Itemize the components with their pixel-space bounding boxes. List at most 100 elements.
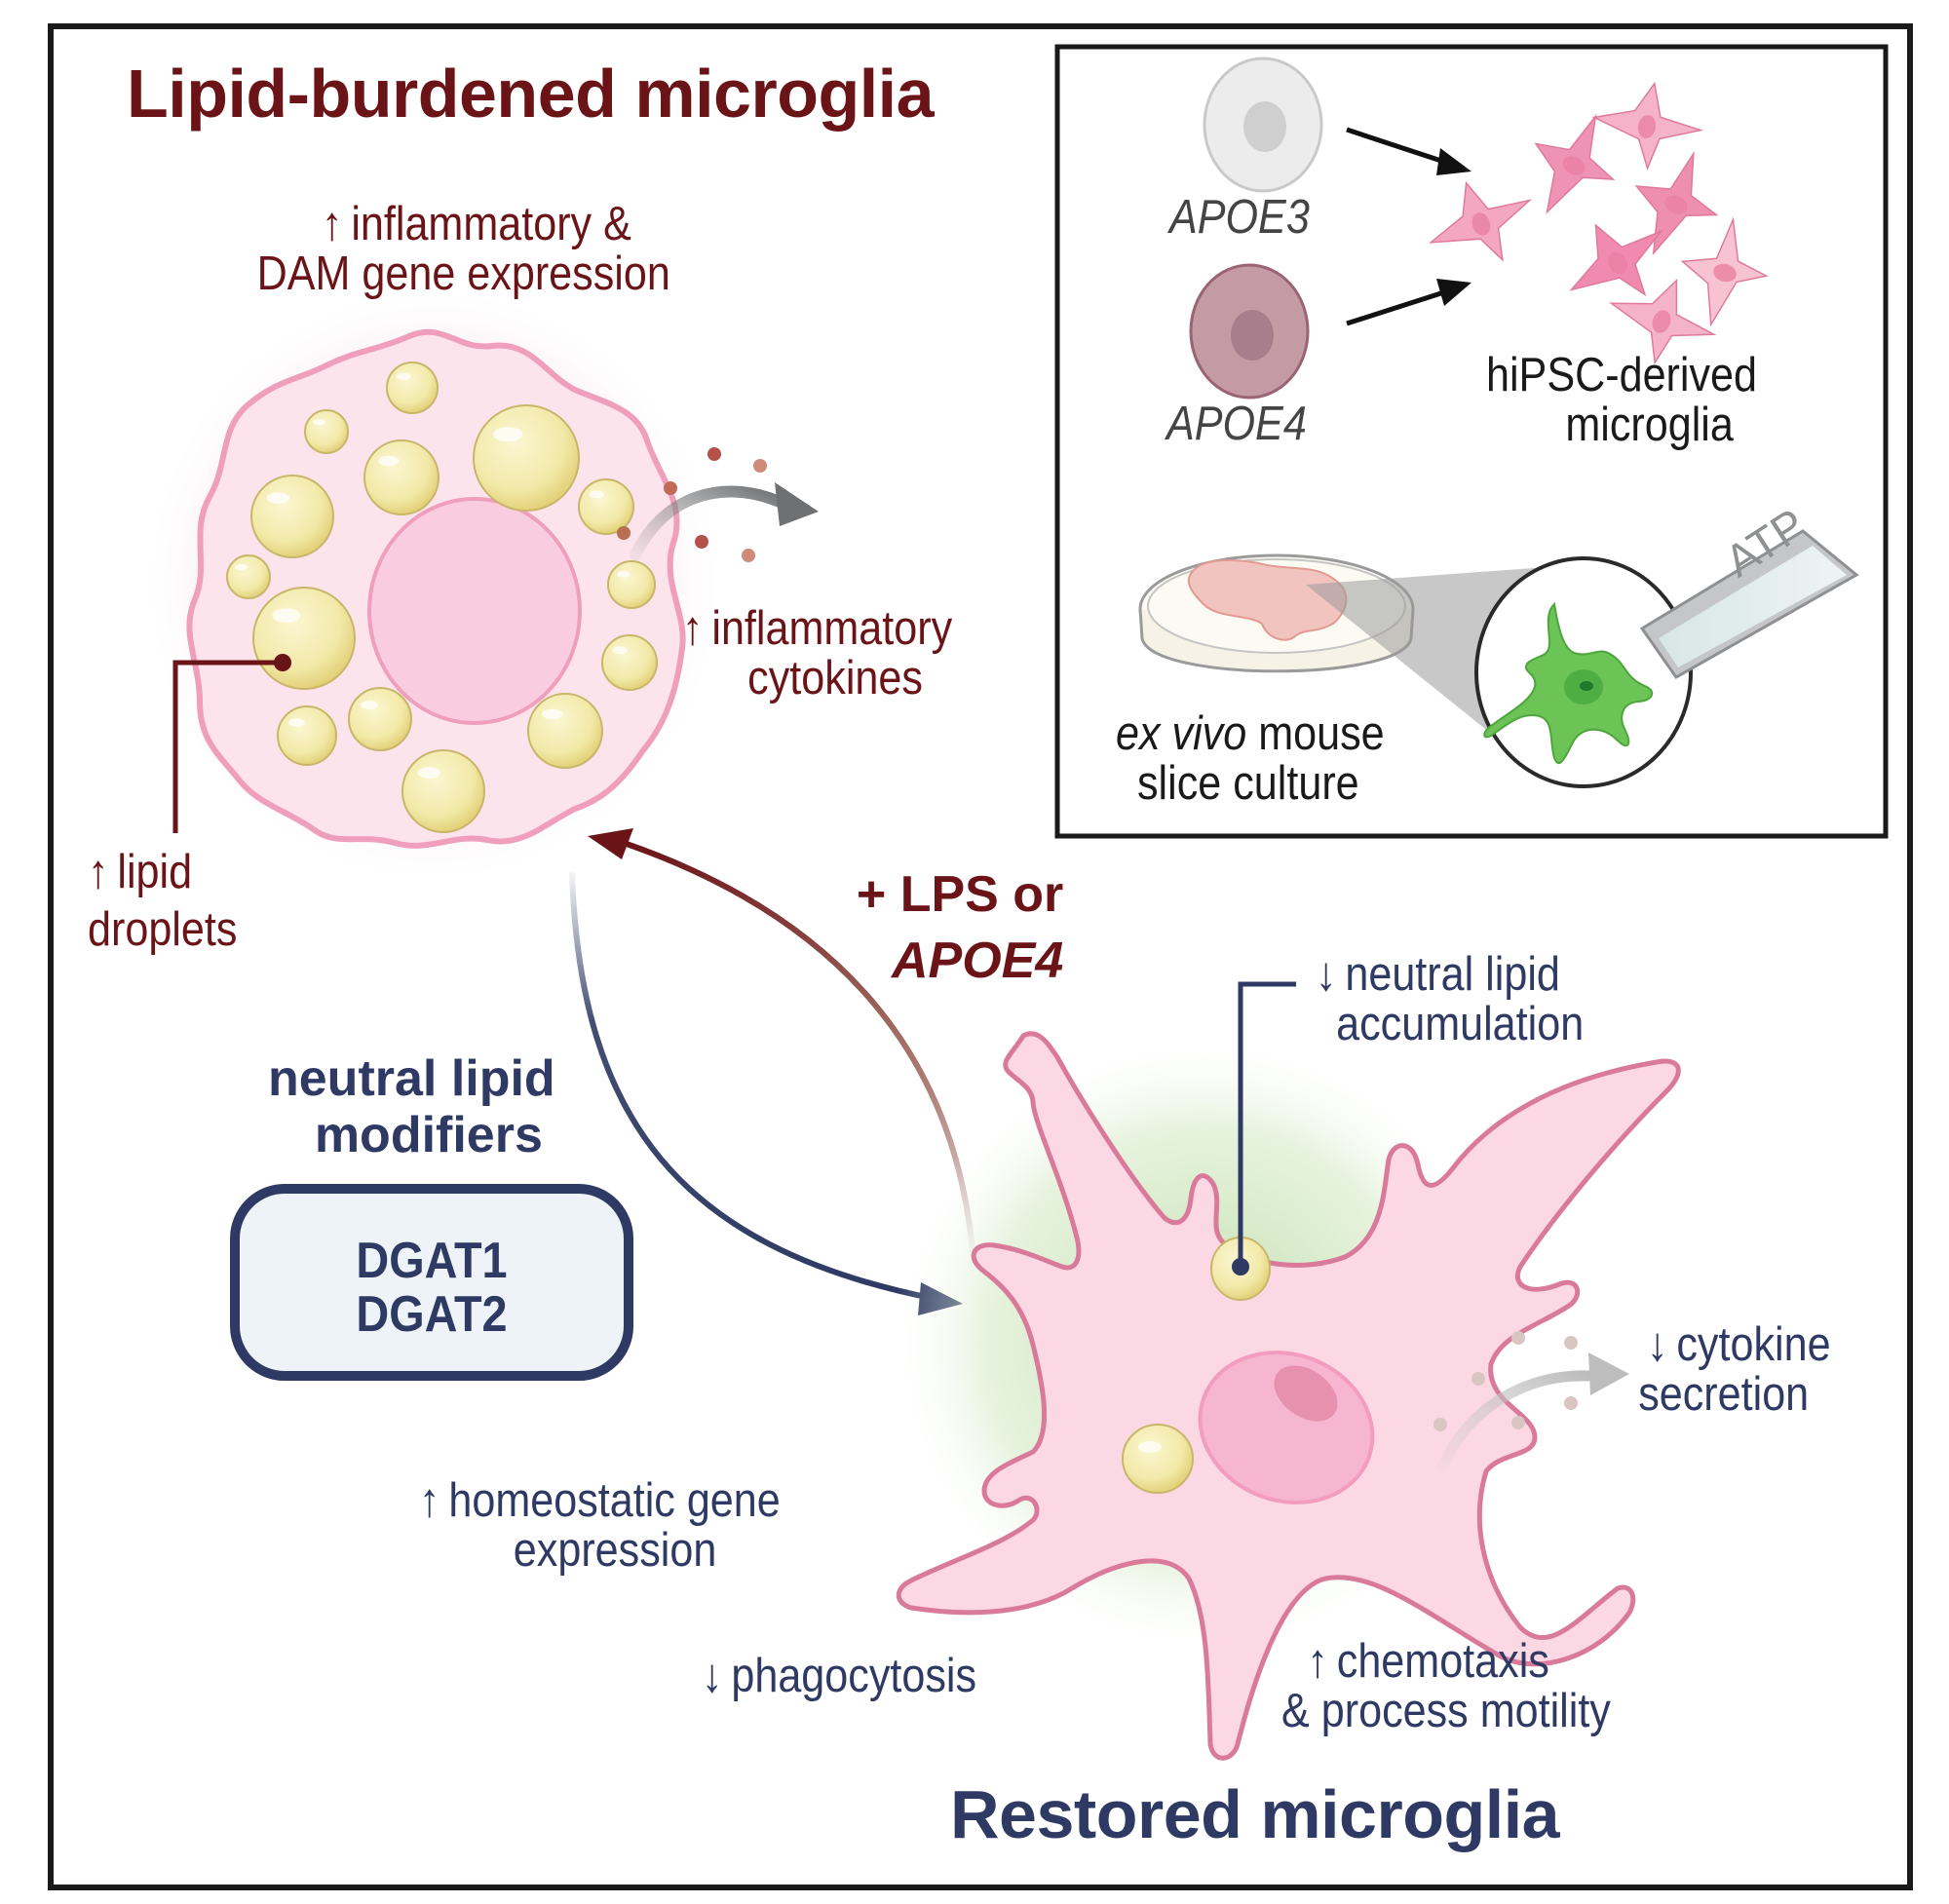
label-lipid-droplets: ↑lipid droplets bbox=[88, 846, 238, 957]
label-stimulus: + LPS or APOE4 bbox=[794, 862, 1063, 994]
cytokine-particles-reduced bbox=[1433, 1331, 1578, 1431]
restored-nucleolus bbox=[1274, 1365, 1338, 1422]
neutral-lipid-callout-dot bbox=[1232, 1258, 1249, 1276]
apoe4-arrow-line bbox=[1346, 287, 1451, 326]
label-line: inflammatory bbox=[711, 602, 953, 655]
droplet-highlight bbox=[616, 570, 631, 578]
heading-line: modifiers bbox=[314, 1107, 543, 1164]
label-line: lipid bbox=[117, 846, 193, 898]
lipid-droplet bbox=[401, 749, 485, 833]
secretion-arrow-gray bbox=[630, 485, 785, 561]
label-apoe3: APOE3 bbox=[1169, 191, 1310, 244]
droplet-highlight bbox=[360, 701, 378, 710]
droplet-highlight bbox=[378, 455, 400, 467]
label-neutral-lipid-accumulation: ↓neutral lipid accumulation bbox=[1316, 948, 1585, 1051]
label-line: phagocytosis bbox=[731, 1650, 977, 1702]
heading-line: neutral lipid bbox=[268, 1050, 555, 1107]
droplet-highlight bbox=[235, 564, 248, 571]
up-arrow-icon: ↑ bbox=[682, 602, 704, 655]
droplet-highlight bbox=[589, 490, 605, 499]
apoe3-cell bbox=[1203, 57, 1323, 193]
lipid-droplet bbox=[473, 404, 580, 512]
neutral-lipid-callout-line bbox=[1238, 981, 1296, 1267]
target-dgat2: DGAT2 bbox=[356, 1285, 508, 1343]
cell-nucleus bbox=[1652, 310, 1671, 333]
down-arrow-icon: ↓ bbox=[1647, 1318, 1668, 1371]
droplet-highlight bbox=[612, 646, 629, 655]
lipid-droplet bbox=[304, 409, 349, 454]
lipid-droplet bbox=[607, 560, 656, 609]
droplet-highlight bbox=[492, 427, 523, 442]
cytokine-particles-inflammatory bbox=[617, 447, 767, 562]
stimulus-gene: APOE4 bbox=[892, 932, 1064, 989]
label-italic: ex vivo bbox=[1116, 707, 1247, 760]
label-homeostatic-gene-expression: ↑homeostatic gene expression bbox=[419, 1474, 781, 1578]
label-line: mouse bbox=[1246, 707, 1385, 760]
apoe4-cell bbox=[1189, 263, 1310, 400]
droplet-highlight bbox=[272, 608, 301, 623]
stimulus-line: + LPS or bbox=[856, 866, 1064, 923]
label-phagocytosis: ↓phagocytosis bbox=[702, 1650, 977, 1702]
droplet-highlight bbox=[417, 767, 441, 779]
magnified-microglia bbox=[1474, 556, 1693, 788]
label-inflammatory-dam: ↑inflammatory & DAM gene expression bbox=[257, 198, 670, 300]
outer-frame bbox=[48, 23, 1913, 1890]
label-line: microglia bbox=[1565, 399, 1734, 452]
lipid-droplet bbox=[348, 687, 412, 751]
up-arrow-icon: ↑ bbox=[419, 1474, 440, 1527]
cell-nucleus bbox=[1637, 115, 1657, 138]
label-line: neutral lipid bbox=[1345, 948, 1560, 1001]
target-dgat1: DGAT1 bbox=[356, 1233, 508, 1289]
label-line: homeostatic gene bbox=[448, 1474, 781, 1527]
down-arrow-icon: ↓ bbox=[1316, 948, 1337, 1001]
label-line: slice culture bbox=[1137, 757, 1359, 811]
arrowhead-to-lipid-burdened bbox=[588, 828, 633, 859]
lipid-droplet bbox=[601, 634, 658, 691]
lipid-droplet bbox=[527, 693, 603, 769]
dgat-target-box: DGAT1 DGAT2 bbox=[230, 1184, 633, 1381]
up-arrow-icon: ↑ bbox=[321, 198, 343, 250]
up-arrow-icon: ↑ bbox=[88, 846, 109, 898]
brain-slice bbox=[1187, 559, 1348, 641]
label-line: secretion bbox=[1638, 1368, 1810, 1422]
apoe4-arrowhead bbox=[1436, 279, 1471, 306]
secretion-arrow-light bbox=[1436, 1370, 1594, 1472]
secretion-arrowhead-gray bbox=[775, 482, 819, 526]
restored-lipid-droplet-2 bbox=[1122, 1424, 1194, 1494]
label-ex-vivo-slice: ex vivo mouse slice culture bbox=[1116, 707, 1385, 811]
lipid-droplet bbox=[277, 705, 337, 766]
up-arrow-icon: ↑ bbox=[1307, 1635, 1328, 1688]
label-line: hiPSC-derived bbox=[1486, 349, 1758, 401]
cell-nucleus bbox=[1562, 156, 1586, 175]
label-line: cytokine bbox=[1676, 1318, 1831, 1371]
nucleus bbox=[367, 497, 582, 725]
droplet-highlight bbox=[313, 419, 325, 426]
apoe3-arrowhead bbox=[1436, 148, 1471, 175]
label-line: chemotaxis bbox=[1336, 1635, 1549, 1688]
cell-nucleus bbox=[1608, 251, 1627, 275]
title-restored: Restored microglia bbox=[950, 1776, 1560, 1852]
label-line: droplets bbox=[88, 903, 238, 957]
cell-nucleus bbox=[1471, 212, 1491, 236]
label-apoe4: APOE4 bbox=[1166, 398, 1307, 450]
cell-nucleus bbox=[1713, 263, 1737, 283]
label-cytokine-secretion: ↓cytokine secretion bbox=[1638, 1318, 1831, 1421]
lipid-droplet bbox=[226, 554, 271, 599]
label-line: accumulation bbox=[1336, 998, 1585, 1051]
label-line: expression bbox=[513, 1524, 717, 1578]
secretion-arrowhead-light bbox=[1588, 1352, 1629, 1395]
label-chemotaxis-motility: ↑chemotaxis & process motility bbox=[1281, 1635, 1611, 1737]
atp-pipette bbox=[1639, 529, 1859, 679]
lipid-droplet bbox=[363, 439, 439, 515]
restored-cell bbox=[892, 1031, 1681, 1761]
title-lipid-burdened: Lipid-burdened microglia bbox=[127, 56, 935, 132]
lipid-droplets bbox=[226, 362, 658, 833]
label-line: cytokines bbox=[747, 652, 923, 705]
lipid-droplet-callout-line bbox=[172, 660, 283, 833]
droplet-highlight bbox=[288, 718, 305, 727]
droplet-highlight bbox=[396, 372, 411, 380]
hipsc-microglia-cluster bbox=[1429, 81, 1769, 365]
transition-arrow-to-restored bbox=[569, 871, 932, 1301]
